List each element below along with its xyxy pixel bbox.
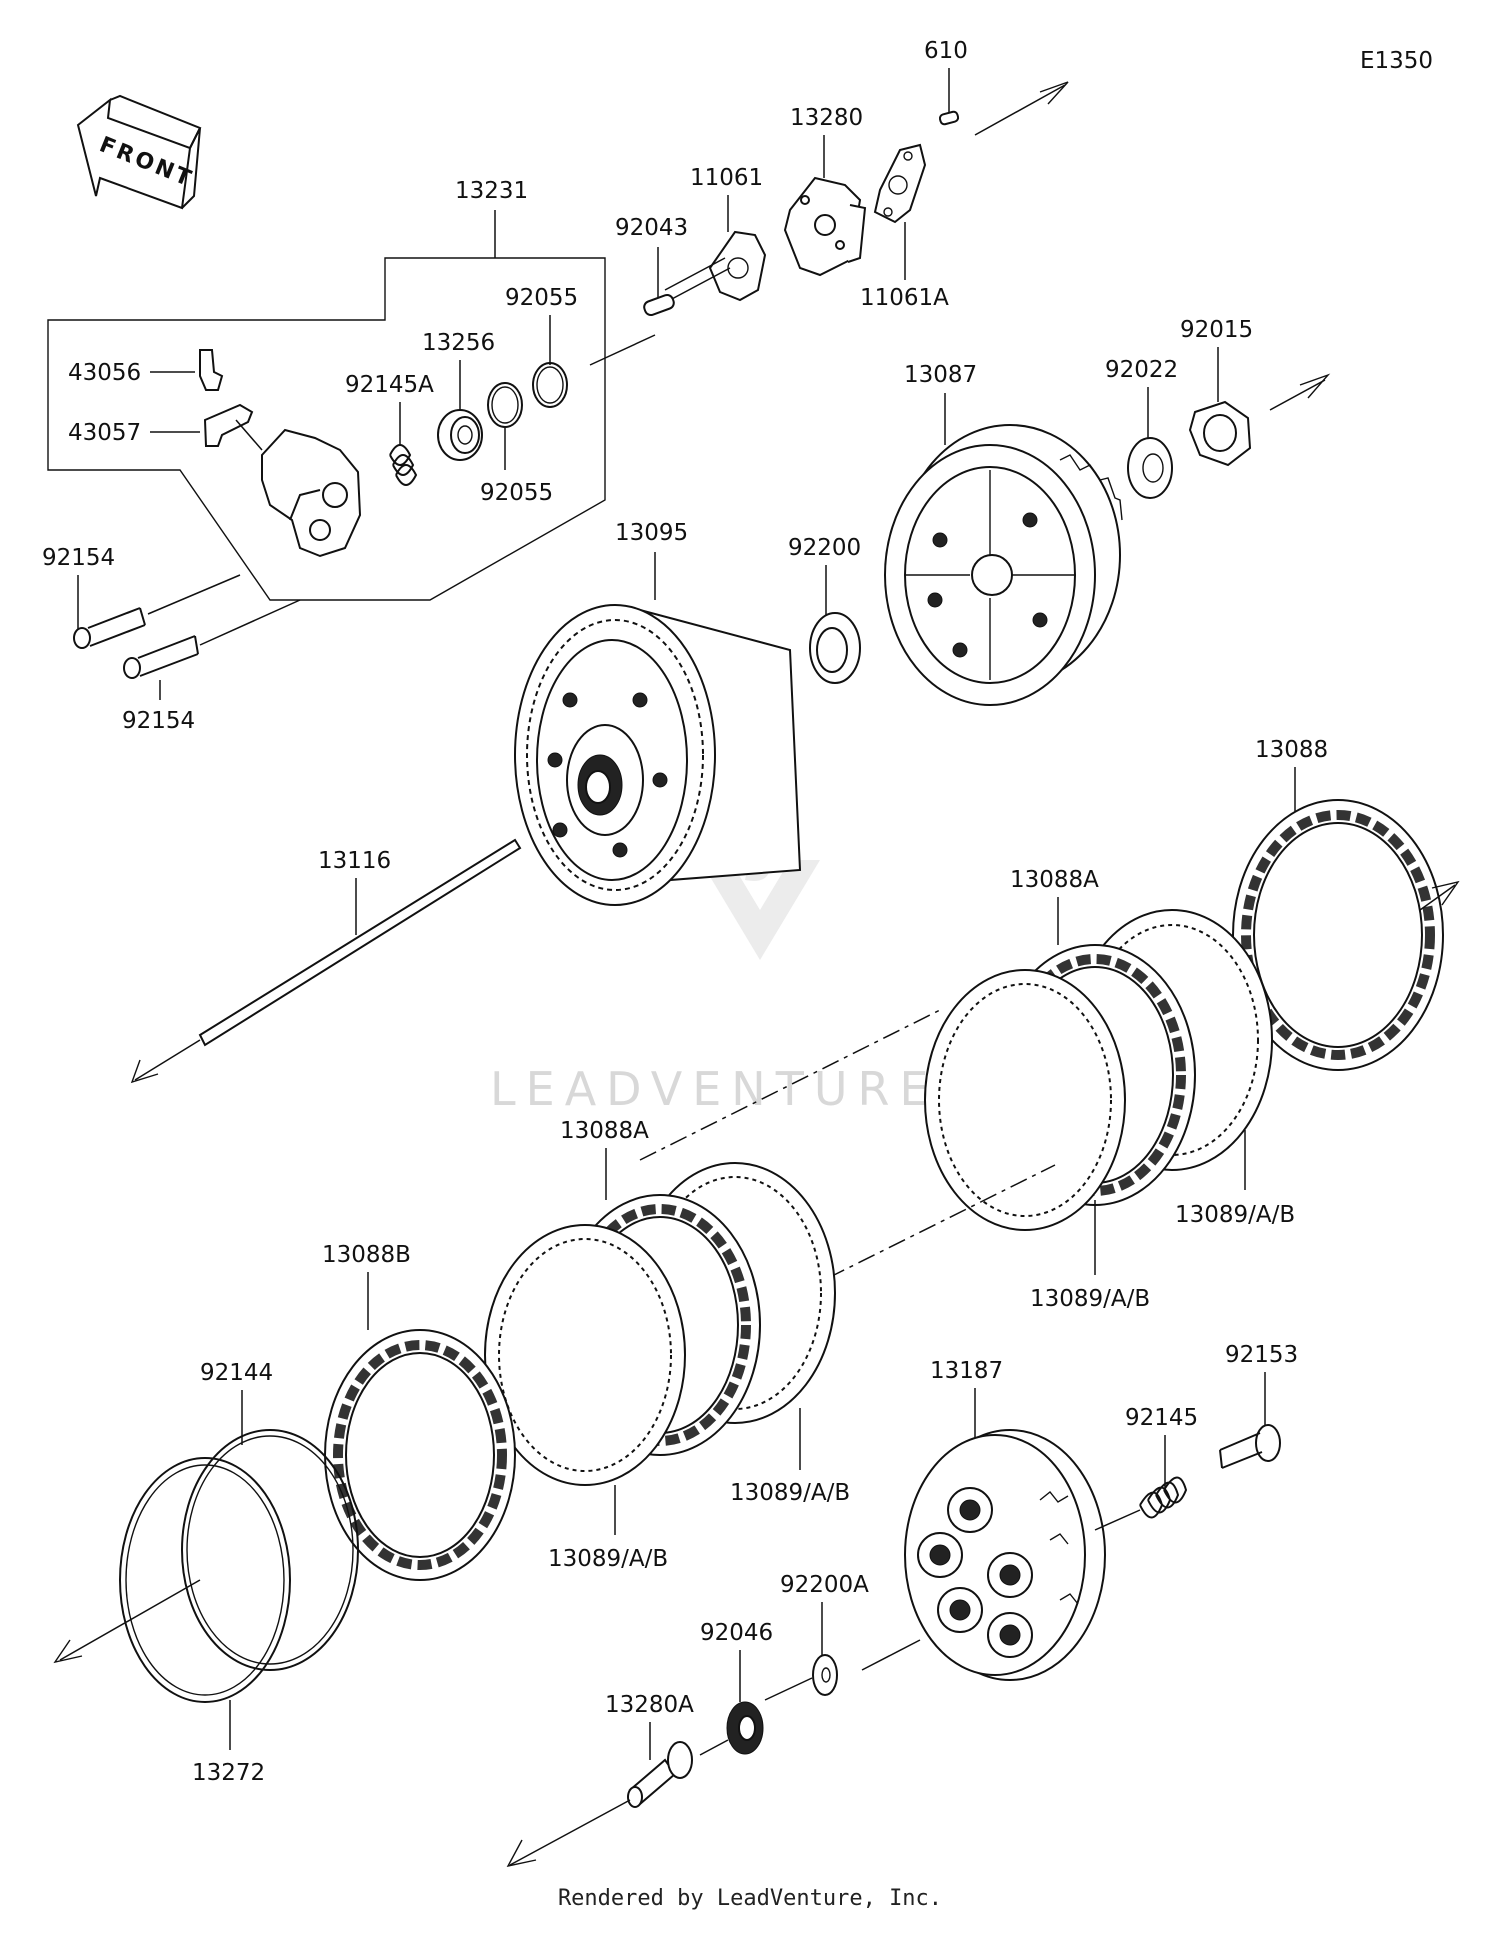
label-92055-lower: 92055 <box>480 480 553 506</box>
label-11061A: 11061A <box>860 285 949 311</box>
label-13187: 13187 <box>930 1358 1003 1384</box>
watermark-text: LEADVENTURE <box>490 1062 939 1116</box>
label-13089-3: 13089/A/B <box>730 1480 850 1506</box>
part-13088-friction-plate: 13088 <box>1232 737 1460 1071</box>
diagram-code: E1350 <box>1360 48 1433 74</box>
part-92015-nut: 92015 <box>1180 317 1331 467</box>
part-13272-ring: 13272 <box>53 1457 291 1786</box>
front-arrow-icon: FRONT <box>76 94 202 210</box>
part-92144-ring: 92144 <box>181 1360 359 1671</box>
label-13256: 13256 <box>422 330 495 356</box>
part-13280A-rod: 13280A <box>506 1692 694 1868</box>
part-13116-pushrod: 13116 <box>130 838 522 1084</box>
label-92144: 92144 <box>200 1360 273 1386</box>
part-92200A-washer: 92200A <box>764 1572 869 1701</box>
label-13280A: 13280A <box>605 1692 694 1718</box>
label-92153: 92153 <box>1225 1342 1298 1368</box>
footer-credit: Rendered by LeadVenture, Inc. <box>557 1886 943 1911</box>
label-13089-2: 13089/A/B <box>1030 1286 1150 1312</box>
part-13280-holder: 13280 <box>783 105 867 277</box>
label-92200A: 92200A <box>780 1572 869 1598</box>
part-11061-gasket: 11061 <box>664 165 767 302</box>
label-92046: 92046 <box>700 1620 773 1646</box>
part-11061A-gasket: 11061A <box>860 143 949 311</box>
label-13087: 13087 <box>904 362 977 388</box>
part-13256-holder: 13256 <box>422 330 495 461</box>
label-610: 610 <box>924 38 968 64</box>
part-13088A-friction-plate-upper: 13088A <box>924 867 1273 1231</box>
front-label: FRONT <box>96 132 197 192</box>
label-13088A-middle: 13088A <box>560 1118 649 1144</box>
label-11061: 11061 <box>690 165 763 191</box>
watermark: LEADVENTURE <box>490 820 939 1116</box>
label-13089-4: 13089/A/B <box>548 1546 668 1572</box>
part-43057-cap: 43057 <box>68 403 254 447</box>
part-92153-bolt: 92153 <box>1219 1342 1298 1469</box>
label-92154-upper: 92154 <box>42 545 115 571</box>
part-release-cylinder <box>235 419 362 558</box>
label-92015: 92015 <box>1180 317 1253 343</box>
part-92154-bolts: 92154 92154 <box>42 545 301 734</box>
part-13088B-friction-plate: 13088B <box>322 1242 516 1581</box>
part-92145A-spring: 92145A <box>345 372 434 486</box>
part-13088A-friction-plate-middle: 13088A 13089/A/B 13089/A/B <box>484 1118 850 1572</box>
axis-line-upper <box>639 1009 941 1161</box>
label-92043: 92043 <box>615 215 688 241</box>
label-43056: 43056 <box>68 360 141 386</box>
part-92200-bushing: 92200 <box>788 535 861 684</box>
label-92055-upper: 92055 <box>505 285 578 311</box>
axis-line-lower <box>827 1164 1056 1279</box>
label-13231: 13231 <box>455 178 528 204</box>
part-13095-hub: 13095 <box>514 520 802 906</box>
label-13089-1: 13089/A/B <box>1175 1202 1295 1228</box>
label-13088B: 13088B <box>322 1242 411 1268</box>
part-13087-housing: 13087 <box>884 362 1123 706</box>
label-92154-lower: 92154 <box>122 708 195 734</box>
label-92145: 92145 <box>1125 1405 1198 1431</box>
part-13231-group-bracket: 13231 <box>47 178 606 601</box>
label-13095: 13095 <box>615 520 688 546</box>
label-13088A-upper: 13088A <box>1010 867 1099 893</box>
label-92145A: 92145A <box>345 372 434 398</box>
label-13280: 13280 <box>790 105 863 131</box>
label-92022: 92022 <box>1105 357 1178 383</box>
part-92145-spring: 92145 <box>1094 1405 1198 1531</box>
part-43056-bleeder: 43056 <box>68 349 224 391</box>
part-92022-washer: 92022 <box>1105 357 1178 499</box>
part-610-pin: 610 <box>924 38 1069 136</box>
part-92055-orings: 92055 92055 <box>480 285 656 506</box>
label-92200: 92200 <box>788 535 861 561</box>
part-13089-steel-plates-upper: 13089/A/B 13089/A/B <box>1030 1130 1295 1312</box>
label-13272: 13272 <box>192 1760 265 1786</box>
part-92043-pin: 92043 <box>615 215 688 317</box>
part-13187-pressure-plate: 13187 <box>861 1358 1106 1681</box>
label-13088: 13088 <box>1255 737 1328 763</box>
label-13116: 13116 <box>318 848 391 874</box>
label-43057: 43057 <box>68 420 141 446</box>
part-92046-bearing: 92046 <box>699 1620 773 1756</box>
